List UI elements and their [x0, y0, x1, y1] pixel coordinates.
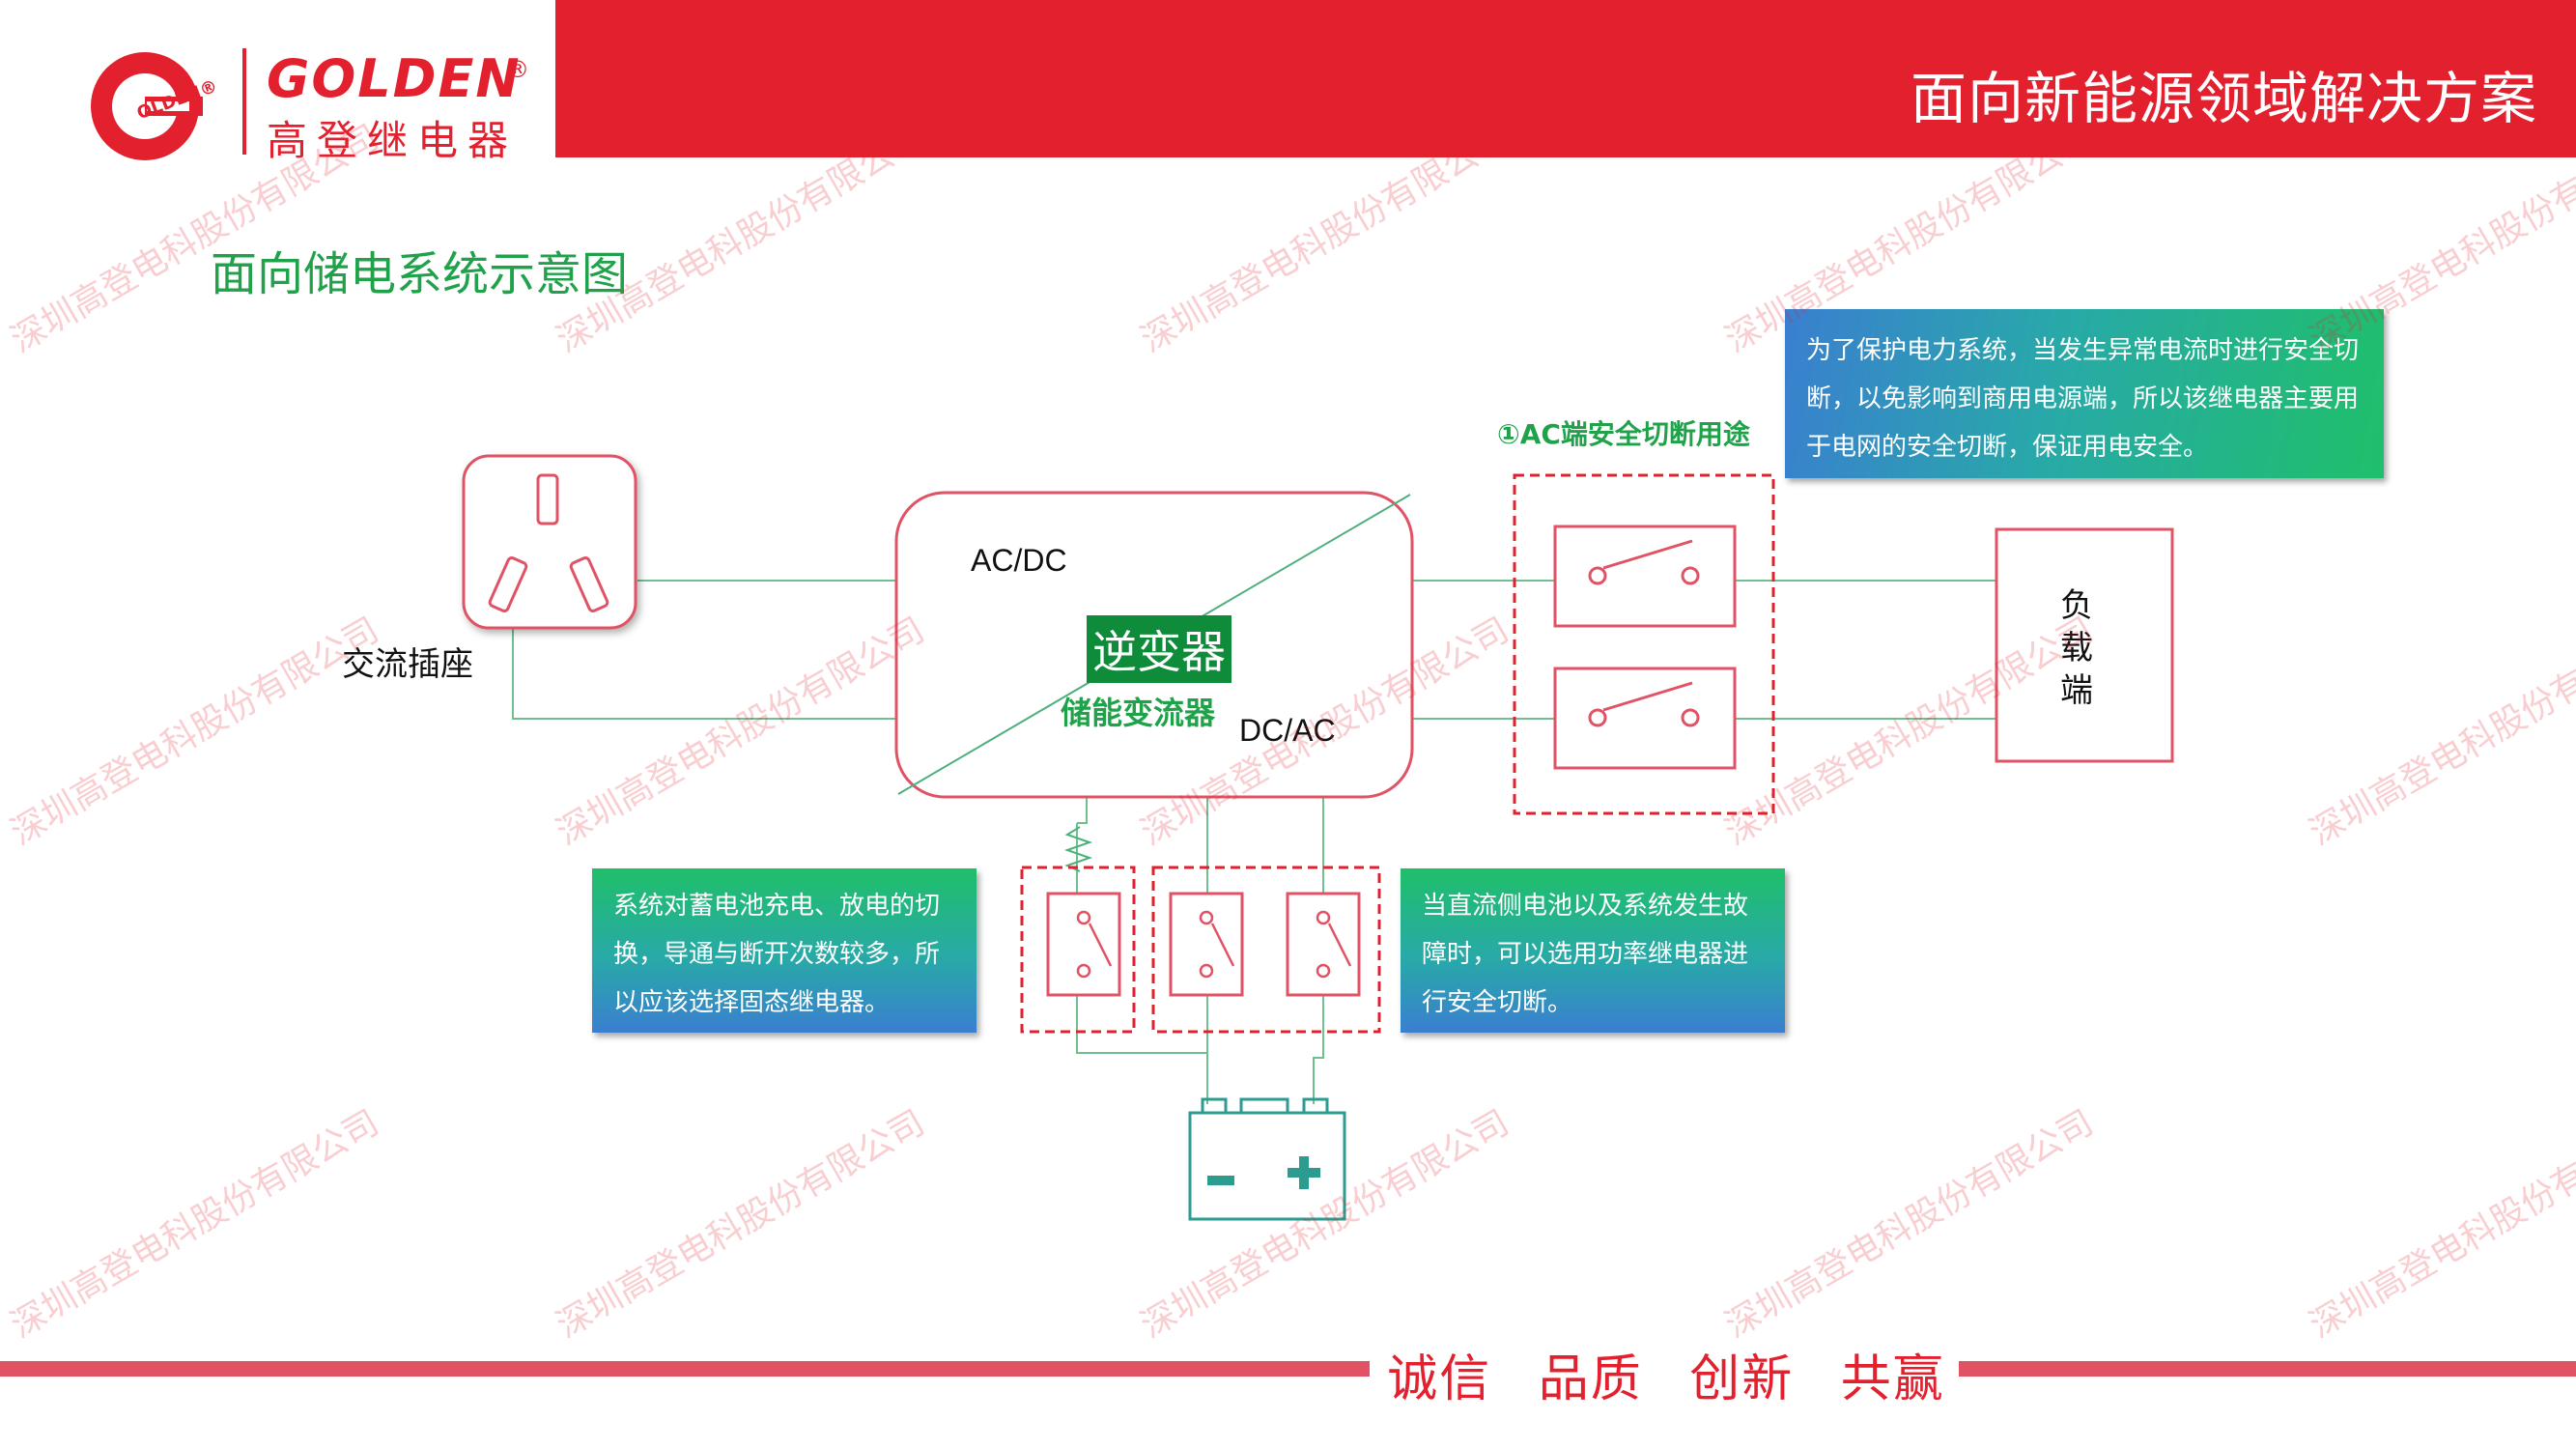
ac-relay-group-border [1513, 473, 1775, 815]
dc-relay-group-border [1151, 866, 1381, 1034]
resistor-icon [1063, 826, 1093, 872]
footer-slogan: 诚信 品质 创新 共赢 [1387, 1350, 1945, 1408]
ac-relay-2 [1553, 667, 1737, 770]
ssr-to-battery-line [1076, 995, 1208, 1104]
note-dc-cutoff: 当直流侧电池以及系统发生故障时，可以选用功率继电器进行安全切断。 [1401, 868, 1785, 1033]
dc-relay2-to-battery-line [1313, 995, 1324, 1104]
dc-relay-1 [1169, 892, 1244, 997]
battery-icon [1188, 1097, 1346, 1221]
pcs-to-ssr-line [1077, 797, 1088, 824]
logo-separator [242, 48, 246, 155]
ac-relay-1 [1553, 525, 1737, 628]
header-band: 面向新能源领域解决方案 [555, 0, 2576, 157]
note-ac-cutoff: 为了保护电力系统，当发生异常电流时进行安全切断，以免影响到商用电源端，所以该继电… [1785, 309, 2384, 478]
note-solid-state-relay: 系统对蓄电池充电、放电的切换，导通与断开次数较多，所以应该选择固态继电器。 [592, 868, 977, 1033]
ssr-group-border [1020, 866, 1136, 1034]
inverter-label: 逆变器 [1087, 615, 1231, 683]
load-label: 负载端 [2060, 586, 2093, 710]
logo-chinese: 高登继电器 [267, 117, 519, 164]
load-box [1995, 527, 2174, 763]
logo-english: GOLDEN [267, 48, 522, 109]
dc-relay-2 [1286, 892, 1361, 997]
footer-line-left [0, 1361, 1370, 1377]
ac-use-label: ①AC端安全切断用途 [1497, 418, 1750, 450]
page-title: 面向储电系统示意图 [211, 247, 629, 301]
footer-line-right [1959, 1361, 2576, 1377]
socket-to-pcs-line-bottom [512, 618, 896, 720]
ssr-relay [1046, 892, 1121, 997]
pcs-label: 储能变流器 [1061, 695, 1216, 731]
socket-label: 交流插座 [342, 645, 473, 684]
logo-registered-mark: ® [506, 56, 529, 83]
golden-logo-icon [91, 52, 203, 160]
ac-socket-icon [462, 454, 637, 630]
dcac-label: DC/AC [1239, 713, 1336, 748]
acdc-label: AC/DC [971, 543, 1067, 578]
header-title: 面向新能源领域解决方案 [1910, 66, 2537, 131]
